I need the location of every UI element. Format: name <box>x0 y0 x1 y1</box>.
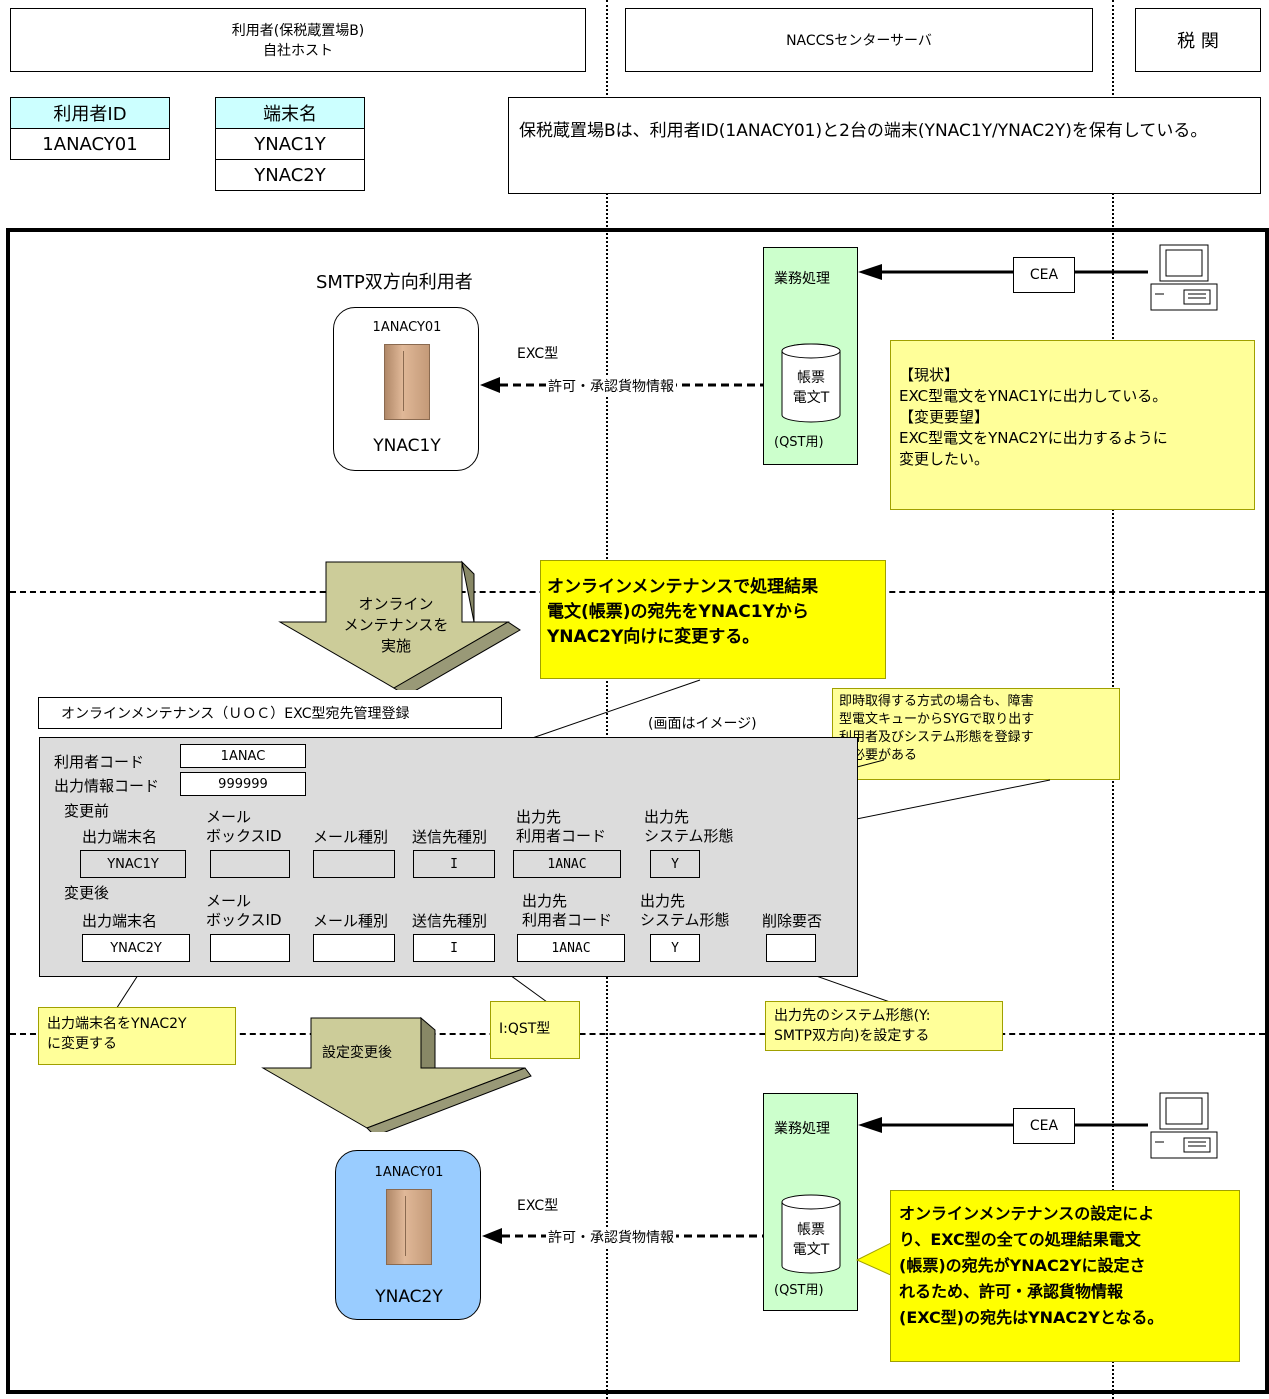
description-box: 保税蔵置場Bは、利用者ID(1ANACY01)と2台の端末(YNAC1Y/YNA… <box>508 97 1261 194</box>
main-frame <box>6 228 1269 1394</box>
after-mailbox-field[interactable] <box>210 934 290 962</box>
terminal-card-id: 1ANACY01 <box>372 320 442 335</box>
maintenance-arrow-label: オンライン メンテナンスを 実施 <box>343 595 449 655</box>
business-process-top: 業務処理 帳票 電文T (QST用) <box>763 247 858 465</box>
lane-header-user-host: 利用者(保税蔵置場B) 自社ホスト <box>10 8 586 72</box>
lane-header-customs: 税 関 <box>1135 8 1261 72</box>
database-icon <box>781 1194 841 1274</box>
output-info-field[interactable]: 999999 <box>180 772 306 796</box>
maintenance-screen: 利用者コード 1ANAC 出力情報コード 999999 変更前 出力端末名 メー… <box>39 737 858 977</box>
cea-box-top: CEA <box>1013 257 1075 293</box>
immediate-note: 即時取得する方式の場合も、障害 型電文キューからSYGで取り出す 利用者及びシス… <box>832 688 1120 780</box>
after-label: 変更後 <box>64 884 110 902</box>
col-send-type-label-after: 送信先種別 <box>412 912 488 930</box>
col-terminal-label-before: 出力端末名 <box>82 828 158 846</box>
col-dest-sys-label-before: 出力先 システム形態 <box>644 808 734 845</box>
after-dest-sys-field[interactable]: Y <box>650 934 700 962</box>
terminal-change-note: 出力端末名をYNAC2Y に変更する <box>38 1007 236 1065</box>
cea-arrow-bottom <box>858 1117 1148 1133</box>
col-dest-user-label-before: 出力先 利用者コード <box>516 808 607 845</box>
business-process-label: 業務処理 <box>774 1121 830 1137</box>
smtp-title: SMTP双方向利用者 <box>316 272 473 293</box>
after-dest-user-field[interactable]: 1ANAC <box>517 934 625 962</box>
maintenance-arrow <box>278 560 521 690</box>
terminal-card-name: YNAC2Y <box>375 1287 443 1307</box>
before-label: 変更前 <box>64 802 110 820</box>
terminal-card-name: YNAC1Y <box>373 436 441 456</box>
after-send-type-field[interactable]: I <box>413 934 495 962</box>
computer-tower-icon <box>384 344 430 420</box>
pc-icon-top <box>1150 244 1218 311</box>
user-id-header: 利用者ID <box>10 97 170 129</box>
qst-label: (QST用) <box>774 1283 824 1298</box>
before-dest-sys-field: Y <box>650 850 700 878</box>
after-terminal-field[interactable]: YNAC2Y <box>82 934 190 962</box>
before-mail-type-field <box>313 850 395 878</box>
after-mail-type-field[interactable] <box>313 934 395 962</box>
col-mailbox-label-after: メール ボックスID <box>206 892 282 929</box>
col-terminal-label-after: 出力端末名 <box>82 912 158 930</box>
business-process-bottom: 業務処理 帳票 電文T (QST用) <box>763 1093 858 1311</box>
exc-type-label-bottom: EXC型 <box>517 1198 559 1214</box>
qst-type-note: I:QST型 <box>490 1001 580 1059</box>
screen-image-note: (画面はイメージ) <box>648 716 757 732</box>
terminal-card-top: 1ANACY01 YNAC1Y <box>333 307 479 471</box>
terminal-card-id: 1ANACY01 <box>374 1165 444 1180</box>
section-divider-2 <box>10 1033 1265 1035</box>
lane-divider-1 <box>606 0 608 1399</box>
settings-change-arrow <box>261 1016 532 1132</box>
database-icon <box>781 343 841 423</box>
cea-box-bottom: CEA <box>1013 1108 1075 1144</box>
after-delete-field[interactable] <box>766 934 816 962</box>
screen-title-box: オンラインメンテナンス（ＵＯＣ）EXC型宛先管理登録 <box>38 697 502 729</box>
before-terminal-field: YNAC1Y <box>80 850 186 878</box>
user-code-field[interactable]: 1ANAC <box>180 744 306 768</box>
col-mail-type-label-before: メール種別 <box>313 828 389 846</box>
before-dest-user-field: 1ANAC <box>513 850 621 878</box>
qst-label: (QST用) <box>774 435 824 450</box>
result-note-pointer <box>855 1241 894 1277</box>
col-dest-user-label-after: 出力先 利用者コード <box>522 892 613 929</box>
output-info-label: 出力情報コード <box>54 777 160 795</box>
col-dest-sys-label-after: 出力先 システム形態 <box>640 892 730 929</box>
terminal-header: 端末名 <box>215 97 365 129</box>
computer-tower-icon <box>386 1189 432 1265</box>
ledger-label: 帳票 電文T <box>792 370 830 406</box>
settings-change-arrow-label: 設定変更後 <box>322 1045 392 1061</box>
maintenance-callout: オンラインメンテナンスで処理結果 電文(帳票)の宛先をYNAC1Yから YNAC… <box>540 560 886 679</box>
system-type-note: 出力先のシステム形態(Y: SMTP双方向)を設定する <box>765 1001 1003 1051</box>
result-note: オンラインメンテナンスの設定によ り、EXC型の全ての処理結果電文 (帳票)の宛… <box>890 1190 1240 1362</box>
exc-type-label-top: EXC型 <box>517 346 559 362</box>
before-send-type-field: I <box>413 850 495 878</box>
lane-header-naccs: NACCSセンターサーバ <box>625 8 1093 72</box>
terminal-card-bottom: 1ANACY01 YNAC2Y <box>335 1150 481 1320</box>
before-mailbox-field <box>210 850 290 878</box>
col-mailbox-label-before: メール ボックスID <box>206 808 282 845</box>
user-code-label: 利用者コード <box>54 753 145 771</box>
user-id-value: 1ANACY01 <box>10 128 170 160</box>
flow-label-top: 許可・承認貨物情報 <box>546 376 676 396</box>
col-delete-label-after: 削除要否 <box>762 912 823 930</box>
status-note-top: 【現状】 EXC型電文をYNAC1Yに出力している。 【変更要望】 EXC型電文… <box>890 340 1255 510</box>
business-process-label: 業務処理 <box>774 271 830 287</box>
terminal-value-2: YNAC2Y <box>215 159 365 191</box>
col-mail-type-label-after: メール種別 <box>313 912 389 930</box>
col-send-type-label-before: 送信先種別 <box>412 828 488 846</box>
pc-icon-bottom <box>1150 1092 1218 1159</box>
flow-label-bottom: 許可・承認貨物情報 <box>546 1227 676 1247</box>
ledger-label: 帳票 電文T <box>792 1222 830 1258</box>
